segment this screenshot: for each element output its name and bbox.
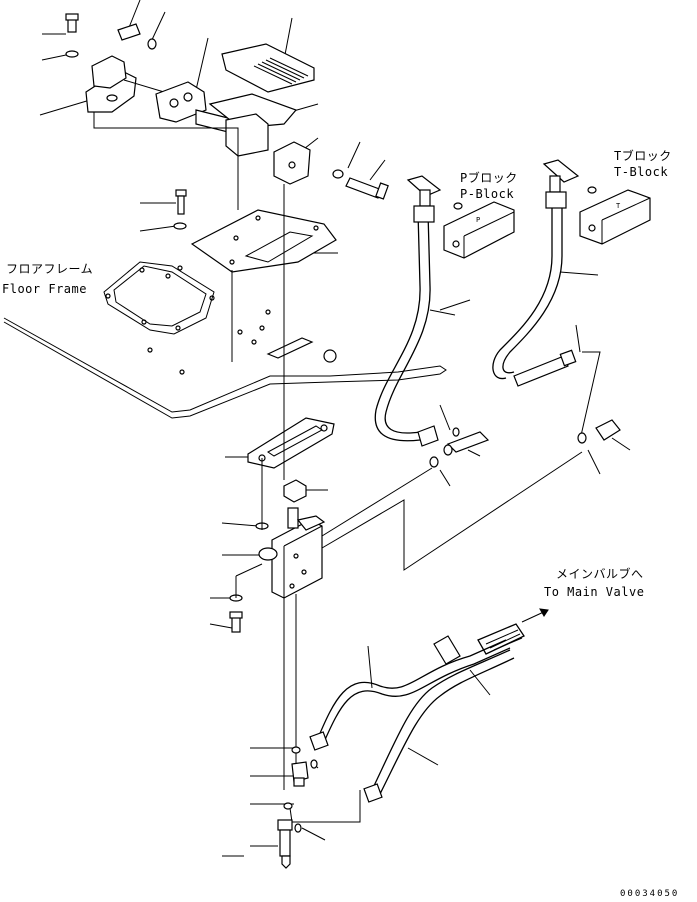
p-block-assembly: P <box>406 175 515 259</box>
drawing-number: 00034050 <box>620 889 680 899</box>
cover-plate <box>190 209 337 273</box>
main-valve-hoses <box>309 608 549 803</box>
pilot-hoses <box>374 206 563 442</box>
floor-frame-label-jp: フロアフレーム <box>6 262 94 276</box>
assembly-guide-lines <box>93 112 601 823</box>
p-block-label-jp: Pブロック <box>460 171 518 185</box>
nut <box>283 479 307 503</box>
t-block-assembly: T <box>542 159 651 245</box>
t-block-label-jp: Tブロック <box>614 149 672 163</box>
svg-text:T: T <box>616 202 621 210</box>
lower-fittings <box>277 746 318 869</box>
t-block-label-en: T-Block <box>614 165 669 179</box>
bolt-washer-set <box>173 189 187 230</box>
floor-frame-label-en: Floor Frame <box>2 282 87 296</box>
main-valve-label-en: To Main Valve <box>544 585 645 599</box>
brake-valve <box>229 507 326 633</box>
hose-fittings <box>417 349 621 468</box>
pedal-assembly <box>65 13 389 200</box>
p-block-label-en: P-Block <box>460 187 515 201</box>
main-valve-label-jp: メインバルブへ <box>556 567 644 581</box>
svg-text:P: P <box>476 216 480 224</box>
pedal-tread <box>253 57 309 85</box>
floor-frame <box>3 261 447 419</box>
seal-plate <box>247 417 335 469</box>
